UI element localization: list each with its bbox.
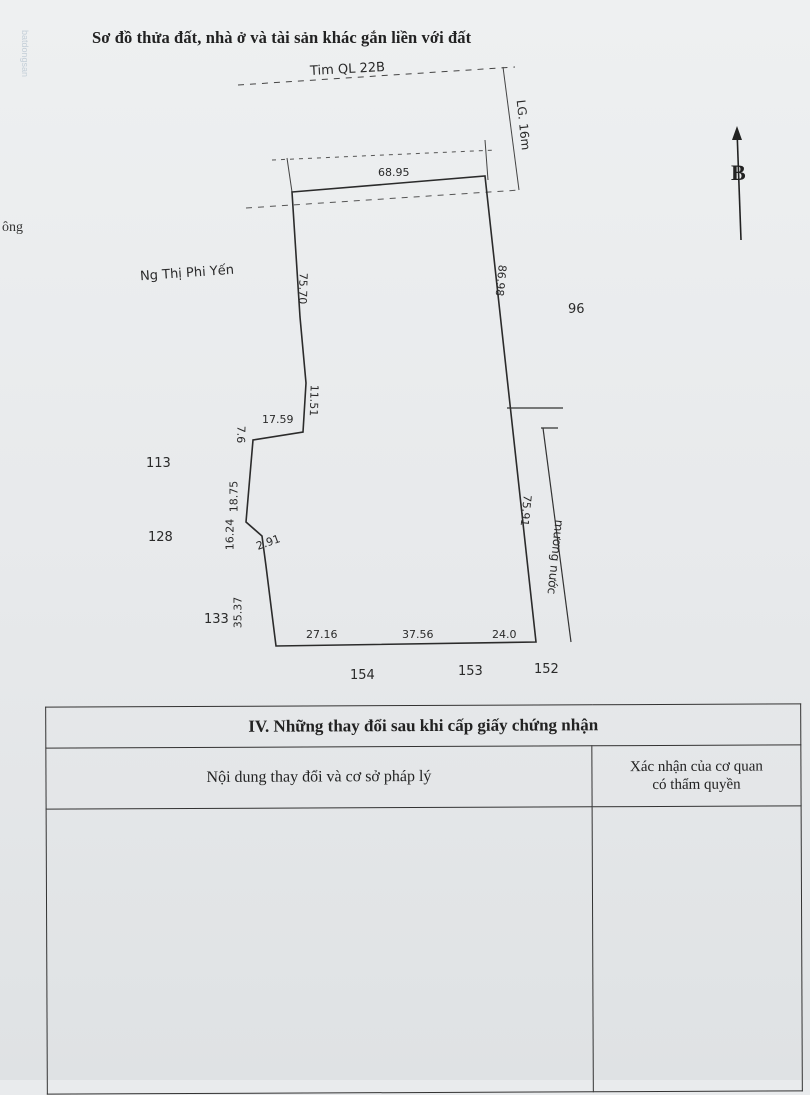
north-label: B — [731, 160, 746, 185]
content-body-cell[interactable] — [46, 806, 594, 1095]
parcel-outline — [245, 175, 537, 647]
edge-top-label: 68.95 — [378, 166, 410, 179]
top-right-tick — [484, 139, 489, 181]
confirmation-line-1: Xác nhận của cơ quan — [629, 758, 763, 776]
edge-bottom-1-label: 27.16 — [306, 628, 338, 641]
clearance-vertical-line — [502, 66, 520, 191]
column-header-content: Nội dung thay đổi và cơ sở pháp lý — [45, 745, 593, 810]
north-arrow-shaft — [736, 129, 742, 241]
margin-text-fragment: ông — [2, 220, 23, 235]
confirmation-body-cell[interactable] — [592, 805, 803, 1092]
top-left-tick — [286, 157, 293, 193]
edge-left-lower-a-label: 18.75 — [227, 480, 241, 513]
parcel-west-3-label: 133 — [204, 612, 229, 627]
edge-bottom-2-label: 37.56 — [402, 628, 434, 641]
edge-left-bottom-label: 35.37 — [231, 596, 245, 629]
page-heading: Sơ đồ thửa đất, nhà ở và tài sản khác gắ… — [92, 28, 472, 47]
parcel-west-2-label: 128 — [148, 530, 173, 545]
edge-left-step-v-label: 11.51 — [306, 384, 321, 417]
column-header-confirmation: Xác nhận của cơ quan có thẩm quyền — [591, 744, 802, 807]
edge-step-h-label: 17.59 — [262, 413, 294, 426]
parcel-south-1-label: 154 — [350, 668, 375, 683]
changes-table: IV. Những thay đổi sau khi cấp giấy chứn… — [45, 703, 803, 1095]
road-centerline — [237, 66, 516, 86]
parcel-south-2-label: 153 — [458, 664, 483, 679]
confirmation-line-2: có thẩm quyền — [652, 776, 741, 794]
canal-line-right — [542, 427, 572, 643]
land-plot-diagram — [237, 66, 742, 647]
parcel-west-1-label: 113 — [146, 456, 171, 471]
road-boundary-dashed-1 — [271, 149, 497, 161]
edge-left-upper-label: 75.70 — [295, 272, 310, 305]
parcel-east-label: 96 — [568, 302, 585, 317]
edge-left-lower-b-label: 16.24 — [223, 518, 237, 551]
parcel-south-3-label: 152 — [534, 662, 559, 677]
edge-step-a-label: 7.6 — [233, 425, 248, 444]
section-iv-title: IV. Những thay đổi sau khi cấp giấy chứn… — [45, 703, 801, 749]
edge-bottom-3-label: 24.0 — [492, 628, 517, 641]
north-arrow-head — [732, 126, 742, 140]
road-boundary-dashed-2 — [245, 189, 521, 209]
